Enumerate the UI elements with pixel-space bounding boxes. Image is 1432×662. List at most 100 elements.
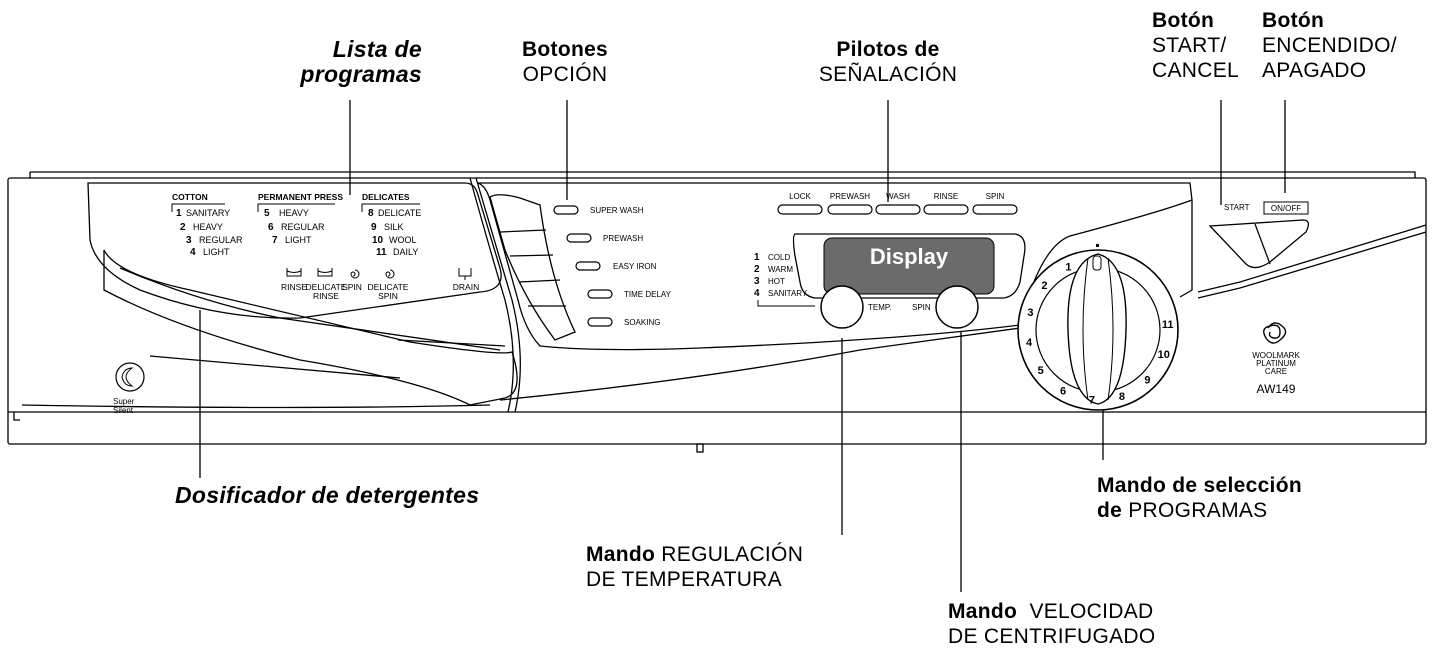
program-number-3: 3 — [186, 235, 192, 246]
program-label-7: LIGHT — [285, 235, 312, 245]
program-label-10: WOOL — [389, 235, 417, 245]
onoff-callout-line3: APAGADO — [1262, 59, 1367, 82]
light-rinse: RINSE — [934, 192, 958, 201]
dispenser-callout-text: Dosificador de detergentes — [175, 482, 480, 508]
phase-delicate-spin-2: SPIN — [378, 291, 398, 301]
dial-number-7: 7 — [1089, 395, 1095, 407]
program-label-4: LIGHT — [203, 247, 230, 257]
dial-number-3: 3 — [1027, 307, 1033, 319]
selector-callout-normal: PROGRAMAS — [1128, 499, 1268, 522]
program-label-9: SILK — [384, 222, 404, 232]
dial-number-5: 5 — [1038, 365, 1044, 377]
dial-number-6: 6 — [1060, 386, 1066, 398]
program-label-1: SANITARY — [186, 208, 230, 218]
program-label-5: HEAVY — [279, 208, 309, 218]
group-delicates: DELICATES — [362, 192, 410, 202]
spin-speed-knob[interactable] — [935, 285, 979, 329]
program-number-2: 2 — [180, 222, 186, 233]
phase-spin: SPIN — [342, 282, 362, 292]
temp-label-2: WARM — [768, 265, 793, 274]
program-label-11: DAILY — [393, 247, 418, 257]
callout-on-off: Botón ENCENDIDO/ APAGADO — [1262, 8, 1397, 83]
woolmark-line3: CARE — [1265, 367, 1287, 376]
program-label-3: REGULAR — [199, 235, 243, 245]
dial-number-4: 4 — [1026, 337, 1033, 349]
light-spin: SPIN — [986, 192, 1005, 201]
phase-rinse: RINSE — [281, 282, 307, 292]
temperature-callout-normal1: REGULACIÓN — [661, 543, 804, 566]
model-number: AW149 — [1257, 382, 1296, 396]
program-label-8: DELICATE — [378, 208, 421, 218]
spin-callout-normal2: DE CENTRIFUGADO — [948, 625, 1156, 648]
delicate-spin-spiral-icon — [385, 269, 395, 279]
selector-callout-bold1: Mando de selección — [1097, 474, 1302, 497]
option-buttons-bold: Botones — [521, 38, 609, 61]
temperature-callout-bold: Mando — [586, 543, 656, 566]
callout-temperature-knob: Mando REGULACIÓN DE TEMPERATURA — [586, 542, 803, 592]
temp-knob-label: TEMP. — [868, 303, 891, 312]
light-wash: WASH — [886, 192, 910, 201]
callout-program-list: Lista de programas — [270, 37, 422, 87]
super-silent-line1: Super — [113, 397, 135, 406]
temperature-knob[interactable] — [820, 285, 864, 329]
temp-label-3: HOT — [768, 277, 785, 286]
spin-knob-label: SPIN — [912, 303, 931, 312]
dial-number-9: 9 — [1144, 374, 1150, 386]
onoff-button-label: ON/OFF — [1271, 204, 1301, 213]
dial-number-11: 11 — [1162, 319, 1174, 331]
group-permanent-press: PERMANENT PRESS — [258, 192, 343, 202]
start-callout-bold: Botón — [1152, 9, 1215, 32]
program-number-7: 7 — [272, 235, 278, 246]
dial-number-8: 8 — [1119, 391, 1125, 403]
callout-start-cancel: Botón START/ CANCEL — [1152, 8, 1239, 83]
option-buttons-normal: OPCIÓN — [522, 63, 608, 86]
program-number-4: 4 — [190, 247, 196, 258]
phase-drain: DRAIN — [453, 282, 479, 292]
phase-delicate-rinse-2: RINSE — [313, 291, 339, 301]
start-button-label: START — [1224, 203, 1250, 212]
spin-spiral-icon — [350, 269, 360, 279]
option-super-wash[interactable]: SUPER WASH — [590, 206, 644, 215]
program-selector-dial[interactable] — [1017, 244, 1179, 411]
program-number-1: 1 — [176, 208, 182, 219]
super-silent-line2: Silent — [113, 406, 134, 415]
callout-spin-speed-knob: Mando VELOCIDAD DE CENTRIFUGADO — [948, 599, 1156, 649]
woolmark-line1: WOOLMARK — [1252, 351, 1300, 360]
program-number-6: 6 — [268, 222, 274, 233]
temp-label-1: COLD — [768, 253, 790, 262]
program-number-11: 11 — [376, 247, 387, 258]
program-label-2: HEAVY — [193, 222, 223, 232]
temp-number-1: 1 — [754, 252, 760, 263]
callout-indicator-lights: Pilotos de SEÑALACIÓN — [788, 37, 988, 87]
program-number-9: 9 — [371, 222, 377, 233]
temp-label-4: SANITARY — [768, 289, 808, 298]
rinse-tub-icon — [286, 268, 302, 277]
option-soaking[interactable]: SOAKING — [624, 318, 660, 327]
delicate-rinse-tub-icon — [317, 268, 333, 277]
program-list-line1: Lista de — [332, 36, 422, 62]
option-prewash[interactable]: PREWASH — [603, 234, 643, 243]
indicator-lights-normal: SEÑALACIÓN — [818, 63, 958, 86]
woolmark-line2: PLATINUM — [1256, 359, 1296, 368]
option-time-delay[interactable]: TIME DELAY — [624, 290, 672, 299]
option-easy-iron[interactable]: EASY IRON — [613, 262, 657, 271]
onoff-callout-line2: ENCENDIDO/ — [1262, 34, 1397, 57]
program-number-10: 10 — [372, 235, 384, 246]
indicator-lights-bold: Pilotos de — [836, 38, 940, 61]
callout-option-buttons: Botones OPCIÓN — [505, 37, 625, 87]
spin-callout-bold: Mando — [948, 600, 1018, 623]
callout-program-selector: Mando de selección de PROGRAMAS — [1097, 473, 1302, 523]
woolmark-icon — [1263, 322, 1287, 344]
temp-number-3: 3 — [754, 276, 760, 287]
onoff-callout-bold: Botón — [1262, 9, 1325, 32]
display-label: Display — [870, 244, 949, 269]
program-label-6: REGULAR — [281, 222, 325, 232]
dial-number-10: 10 — [1158, 349, 1170, 361]
spin-callout-normal1: VELOCIDAD — [1029, 600, 1154, 623]
program-list-line2: programas — [300, 61, 422, 87]
phase-delicate-spin-1: DELICATE — [368, 282, 409, 292]
start-callout-line3: CANCEL — [1152, 59, 1239, 82]
temp-number-4: 4 — [754, 288, 760, 299]
temp-number-2: 2 — [754, 264, 760, 275]
